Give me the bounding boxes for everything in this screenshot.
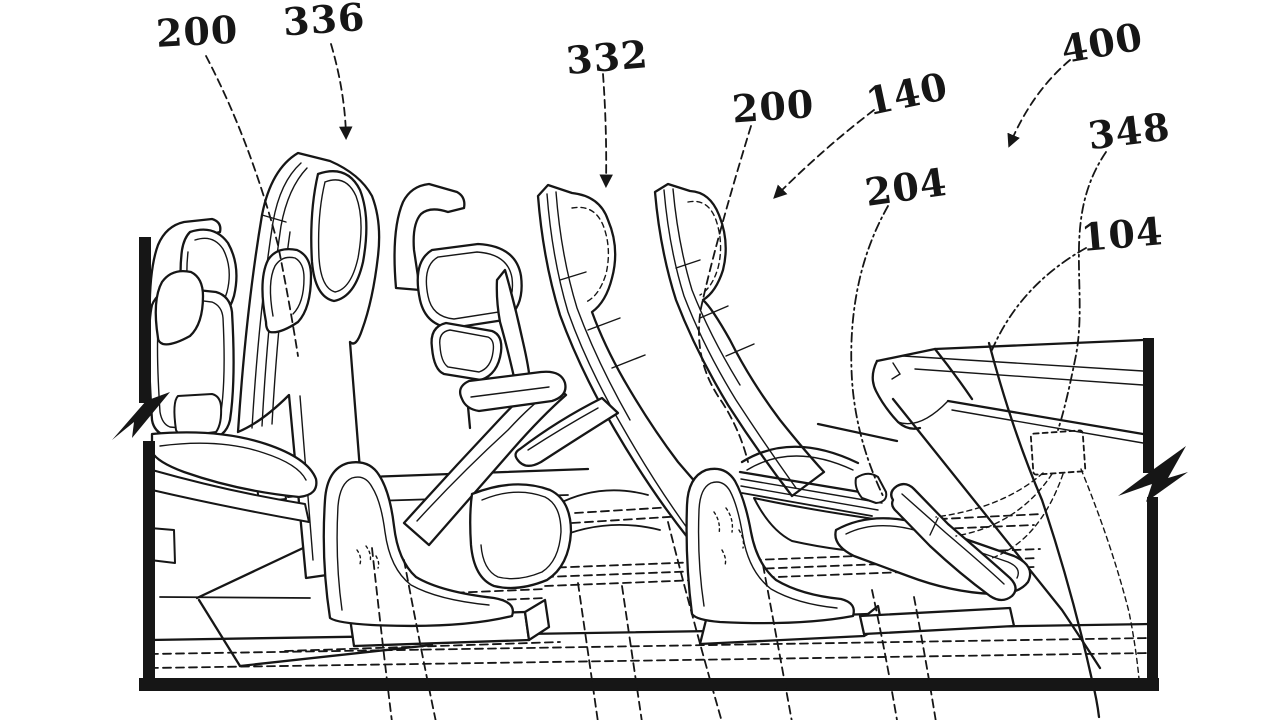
- bottom-leaders: [371, 521, 937, 720]
- armrest-inner: [514, 396, 620, 467]
- ref-label-348: 348: [1085, 103, 1173, 159]
- leader-336: [330, 43, 353, 141]
- seat-flattened: [738, 397, 1102, 670]
- leader-200-left: [205, 55, 299, 357]
- reclined-seatback-right: [653, 182, 826, 498]
- leader-204: [850, 205, 889, 499]
- seat-foreground-cushion: [150, 431, 573, 590]
- seat-far-left: [147, 217, 238, 442]
- figure-frame: [112, 237, 1188, 691]
- hidden-module-box: [1029, 429, 1087, 476]
- armrest-front: [402, 370, 568, 547]
- leader-104: [991, 247, 1087, 351]
- reference-leaders: [205, 43, 1107, 499]
- leader-140: [773, 109, 875, 199]
- ref-label-332: 332: [564, 31, 651, 84]
- ref-label-104: 104: [1079, 208, 1166, 261]
- leader-348: [1057, 151, 1107, 431]
- seat-foreground-base: [322, 461, 551, 648]
- leader-400: [1007, 59, 1071, 148]
- reclined-seatback-left: [536, 183, 724, 540]
- leader-332: [599, 73, 613, 189]
- seat-second-row-middle: [393, 182, 532, 430]
- ref-label-200-middle: 200: [730, 80, 816, 132]
- leader-200-middle: [698, 125, 752, 463]
- ref-label-336: 336: [281, 0, 367, 45]
- ref-label-200-left: 200: [154, 6, 240, 56]
